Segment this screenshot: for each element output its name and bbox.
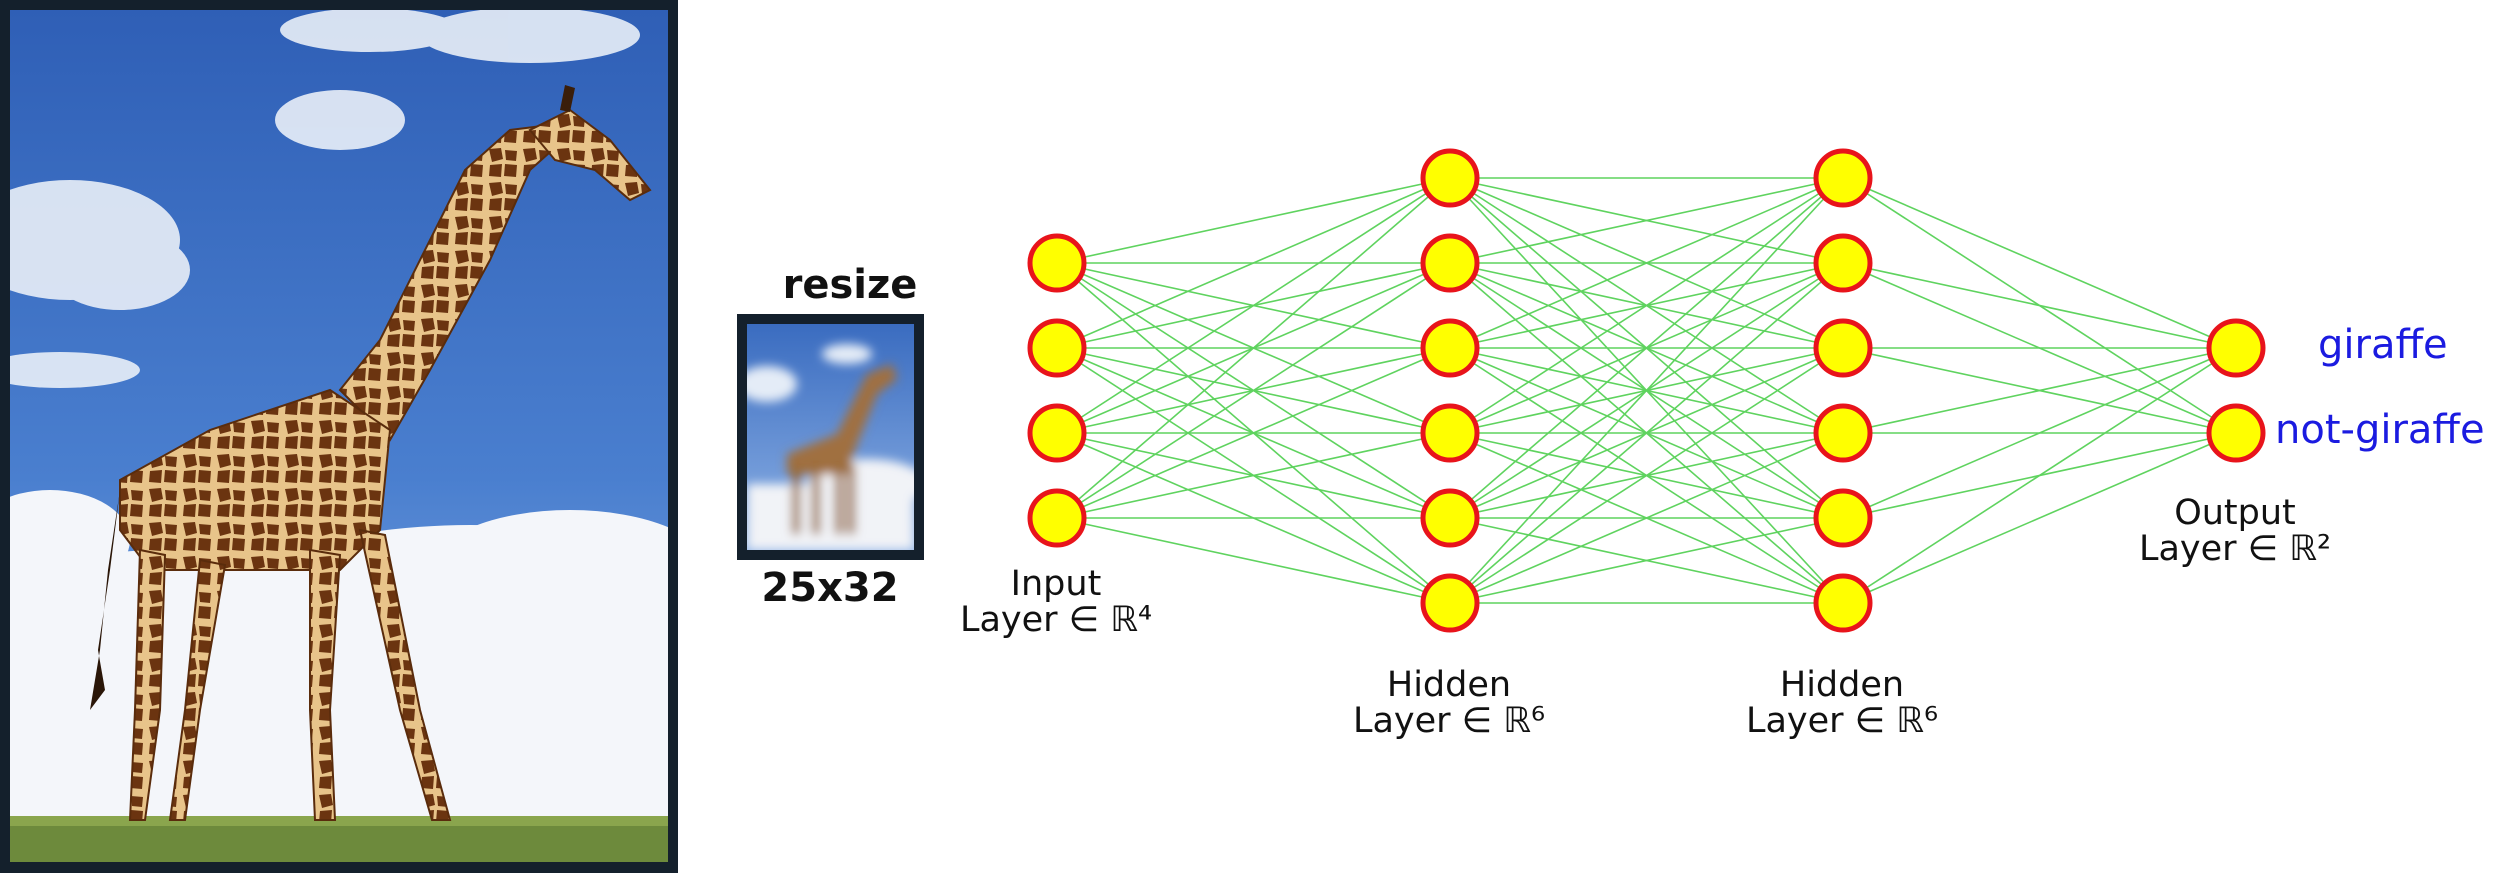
edge-input-0-to-hidden1-0 [1056,177,1451,264]
hidden-layer-2-label: Hidden Layer ∈ ℝ⁶ [1692,667,1992,739]
edge-hidden1-5-to-hidden2-4 [1449,517,1844,604]
edge-hidden2-5-to-output-1 [1842,432,2237,604]
hidden2-node-5 [1813,573,1873,633]
network-nodes [1027,148,2266,633]
edge-hidden1-5-to-hidden2-2 [1449,347,1844,604]
output-layer-label-line1: Output [2174,493,2296,533]
edge-input-1-to-hidden1-0 [1056,177,1451,349]
hidden-layer-1-label-line1: Hidden [1386,665,1512,705]
resize-dimensions-label: 25x32 [761,565,899,611]
edge-input-3-to-hidden1-1 [1056,262,1451,519]
resized-thumbnail [747,324,914,550]
edge-hidden2-0-to-output-0 [1842,177,2237,349]
edge-hidden2-1-to-output-0 [1842,262,2237,349]
edge-input-2-to-hidden1-0 [1056,177,1451,434]
edge-hidden2-4-to-output-0 [1842,347,2237,519]
edge-hidden1-1-to-hidden2-0 [1449,177,1844,264]
edge-hidden1-2-to-hidden2-0 [1449,177,1844,349]
edge-input-3-to-hidden1-5 [1056,517,1451,604]
output-node-1 [2206,403,2266,463]
resize-label: resize [782,262,918,308]
edge-input-3-to-hidden1-3 [1056,432,1451,519]
hidden-layer-1-label-line2: Layer ∈ ℝ⁶ [1352,701,1546,741]
hidden2-node-1 [1813,233,1873,293]
edge-hidden1-3-to-hidden2-0 [1449,177,1844,434]
edge-hidden1-5-to-hidden2-1 [1449,262,1844,604]
hidden-layer-1-label: Hidden Layer ∈ ℝ⁶ [1299,667,1599,739]
hidden1-node-2 [1420,318,1480,378]
hidden1-node-4 [1420,488,1480,548]
hidden1-node-5 [1420,573,1480,633]
giraffe-photo-frame [0,0,678,873]
edge-hidden2-3-to-output-0 [1842,347,2237,434]
output-node-0 [2206,318,2266,378]
output-layer-label: Output Layer ∈ ℝ² [2085,495,2385,567]
input-layer-label: Input Layer ∈ ℝ⁴ [906,566,1206,638]
input-layer-label-line1: Input [1010,564,1102,604]
input-layer-label-line2: Layer ∈ ℝ⁴ [959,600,1153,640]
hidden1-node-3 [1420,403,1480,463]
hidden-layer-2-label-line2: Layer ∈ ℝ⁶ [1745,701,1939,741]
input-node-0 [1027,233,1087,293]
edge-input-3-to-hidden1-2 [1056,347,1451,519]
edge-hidden1-5-to-hidden2-0 [1449,177,1844,604]
edge-hidden1-4-to-hidden2-0 [1449,177,1844,519]
network-edges [1056,177,2237,604]
hidden2-node-0 [1813,148,1873,208]
output-layer-label-line2: Layer ∈ ℝ² [2138,529,2332,569]
edge-input-3-to-hidden1-0 [1056,177,1451,519]
output-label-giraffe: giraffe [2318,322,2448,368]
edge-hidden1-5-to-hidden2-3 [1449,432,1844,604]
resized-thumbnail-frame [737,314,924,560]
hidden-layer-2-label-line1: Hidden [1779,665,1905,705]
input-node-1 [1027,318,1087,378]
hidden1-node-0 [1420,148,1480,208]
edge-hidden2-5-to-output-0 [1842,347,2237,604]
output-label-not-giraffe: not-giraffe [2275,407,2485,453]
input-node-2 [1027,403,1087,463]
hidden2-node-3 [1813,403,1873,463]
giraffe-photo [10,10,668,862]
hidden2-node-4 [1813,488,1873,548]
hidden1-node-1 [1420,233,1480,293]
input-node-3 [1027,488,1087,548]
hidden2-node-2 [1813,318,1873,378]
